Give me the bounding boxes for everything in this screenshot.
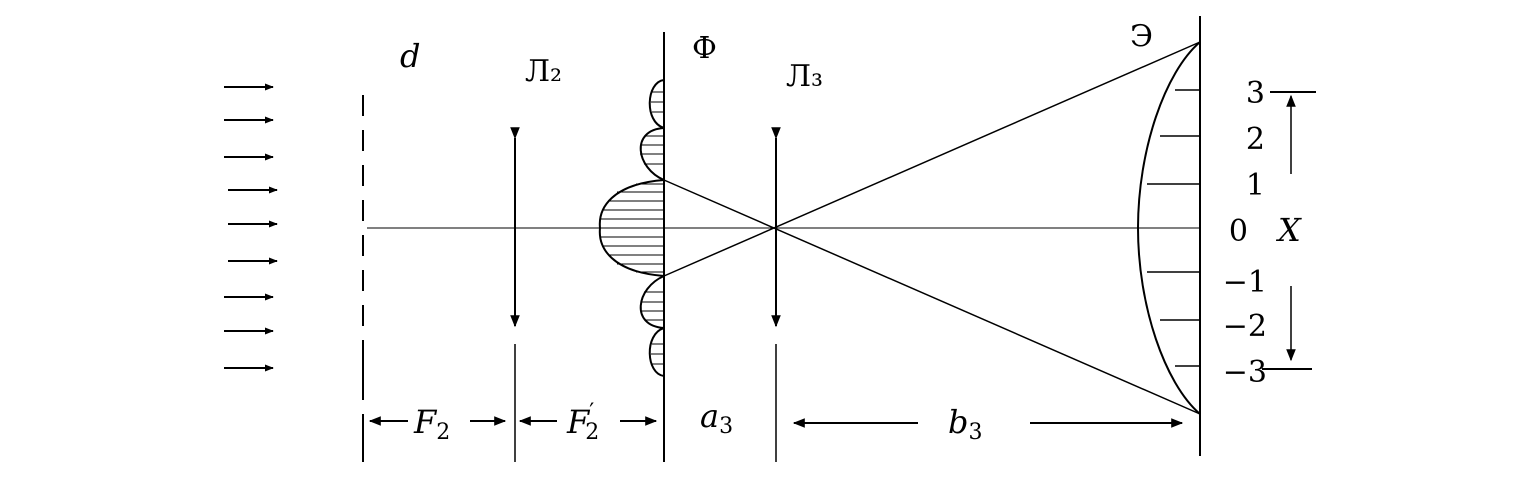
tick-label: 1 [1246, 168, 1265, 203]
label-x-axis: X [1275, 211, 1302, 249]
tick-label: −3 [1223, 355, 1267, 390]
dim-label-f2: F2 [413, 403, 450, 445]
scale-tick-labels: 3 2 1 0 −1 −2 −3 [1223, 76, 1267, 390]
dim-label-b3: b3 [948, 403, 982, 445]
tick-label: 2 [1246, 122, 1265, 157]
label-screen: Э [1130, 19, 1153, 54]
label-lens3: Л₃ [786, 59, 823, 94]
dim-label-f2-prime: F′2 [566, 400, 599, 445]
dimension-arrows [368, 416, 1184, 428]
tick-label: −1 [1223, 265, 1267, 300]
label-d: d [400, 37, 420, 75]
ray-lines [663, 41, 1201, 415]
tick-label: −2 [1223, 309, 1267, 344]
label-filter: Ф [692, 31, 717, 66]
dim-label-a3: a3 [700, 397, 733, 439]
tick-label: 0 [1229, 214, 1248, 249]
x-scale [1262, 91, 1316, 370]
label-lens2: Л₂ [525, 54, 562, 89]
diffraction-pattern [598, 79, 665, 377]
incident-light-arrows [224, 83, 278, 372]
tick-label: 3 [1246, 76, 1265, 111]
image-pattern [1136, 41, 1201, 415]
